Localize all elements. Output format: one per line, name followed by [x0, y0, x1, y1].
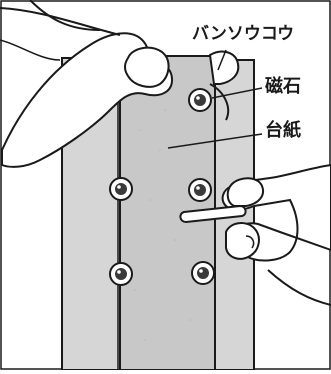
right-upper-hand: [208, 50, 240, 121]
right-upper-curve: [209, 83, 230, 121]
magnet-mid-right: [188, 178, 212, 202]
leader-board: [167, 133, 263, 149]
left-wrist-line: [0, 7, 121, 36]
right-upper-fingertip: [208, 50, 240, 85]
label-board: 台紙: [265, 120, 301, 141]
magnet-mid-left: [109, 177, 133, 201]
leader-bandage: [217, 49, 227, 71]
label-magnet: 磁石: [265, 76, 301, 97]
right-upper-finger: [226, 177, 264, 207]
fingernail: [245, 235, 255, 249]
board-texture: [134, 109, 191, 341]
left-thumb: [124, 46, 170, 88]
right-lower-hand: [179, 163, 331, 306]
right-lower-finger: [225, 222, 260, 260]
leader-lines: [167, 49, 263, 149]
left-finger-line-1: [29, 0, 101, 31]
left-finger-line-2: [0, 39, 61, 61]
magnet-top-right: [188, 88, 212, 112]
label-bandage: バンソウコウ: [192, 24, 295, 44]
magnet-low-right: [191, 261, 215, 285]
right-lower-wrist-line: [267, 269, 331, 306]
leader-magnet: [211, 87, 263, 99]
left-hand: [0, 0, 174, 168]
magnet-low-left: [109, 262, 133, 286]
magnets: [109, 88, 215, 286]
